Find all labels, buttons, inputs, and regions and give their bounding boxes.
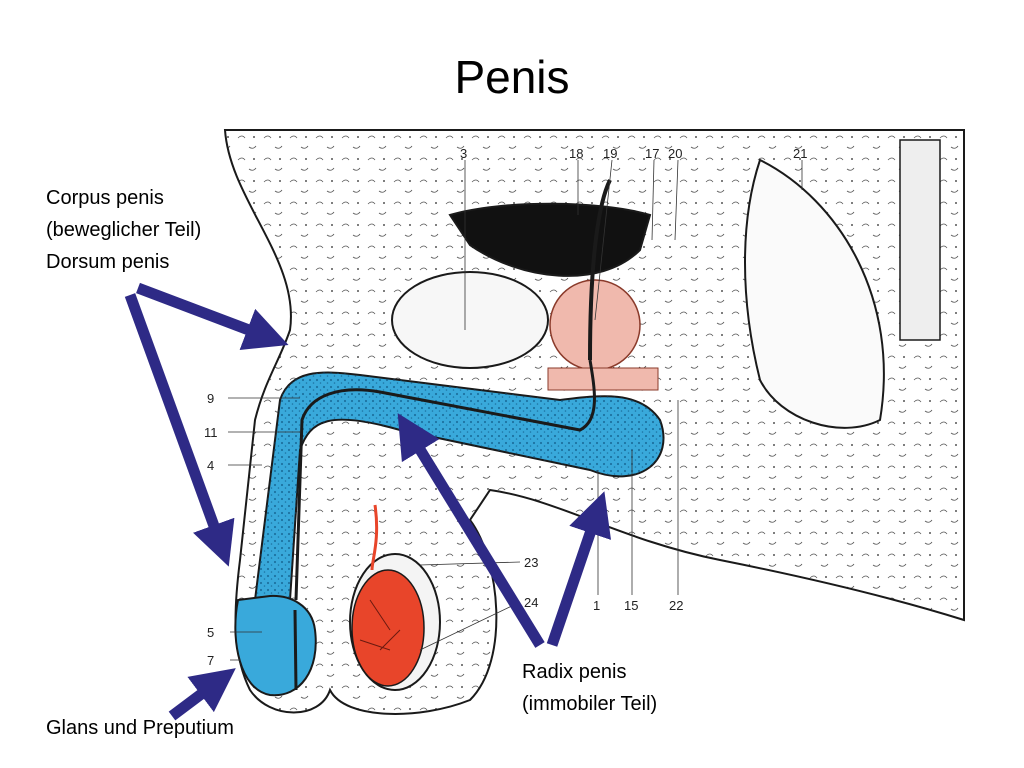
label-1: 1 (593, 598, 600, 613)
sacrum (899, 139, 941, 341)
spermatic-cord (370, 504, 379, 571)
caption-corpus-line1: Corpus penis (46, 187, 164, 209)
label-20: 20 (668, 146, 682, 161)
number-labels: 3 18 19 17 20 21 9 11 4 5 7 23 24 1 15 2… (204, 146, 807, 668)
label-15: 15 (624, 598, 638, 613)
label-7: 7 (207, 653, 214, 668)
caption-glans: Glans und Preputium (46, 717, 234, 739)
caption-radix-line2: (immobiler Teil) (522, 693, 658, 715)
arrow-to-radix-2 (546, 491, 612, 647)
pointer-arrows (124, 282, 612, 721)
arrow-to-dorsum (136, 282, 289, 351)
label-4: 4 (207, 458, 214, 473)
label-18: 18 (569, 146, 583, 161)
label-17: 17 (645, 146, 659, 161)
caption-corpus-line3: Dorsum penis (46, 251, 170, 273)
arrow-to-corpus (124, 293, 235, 567)
testis (351, 569, 425, 687)
caption-radix-penis: Radix penis (immobiler Teil) (522, 656, 657, 720)
caption-radix-line1: Radix penis (522, 661, 627, 683)
testis-group (349, 504, 441, 691)
urethra (294, 359, 596, 601)
urethra-proximal (588, 179, 612, 361)
caption-corpus-penis: Corpus penis (beweglicher Teil) Dorsum p… (46, 182, 201, 278)
label-11: 11 (204, 425, 218, 440)
arrow-to-glans (168, 668, 236, 721)
label-22: 22 (669, 598, 683, 613)
urethra-distal (293, 609, 298, 691)
pelvic-floor-muscle (547, 367, 659, 391)
leader-lines (228, 159, 803, 661)
rectum (744, 158, 885, 429)
label-19: 19 (603, 146, 617, 161)
slide-title: Penis (454, 51, 570, 103)
symphysis (391, 271, 549, 369)
label-23: 23 (524, 555, 538, 570)
label-3: 3 (460, 146, 467, 161)
label-9: 9 (207, 391, 214, 406)
caption-corpus-line2: (beweglicher Teil) (46, 219, 202, 241)
erectile-tissue (234, 359, 665, 697)
label-24: 24 (524, 595, 538, 610)
pelvic-organs (391, 139, 941, 429)
label-5: 5 (207, 625, 214, 640)
prostate (549, 279, 641, 371)
glans (234, 594, 317, 697)
label-21: 21 (793, 146, 807, 161)
arrow-to-radix-1 (397, 413, 545, 648)
